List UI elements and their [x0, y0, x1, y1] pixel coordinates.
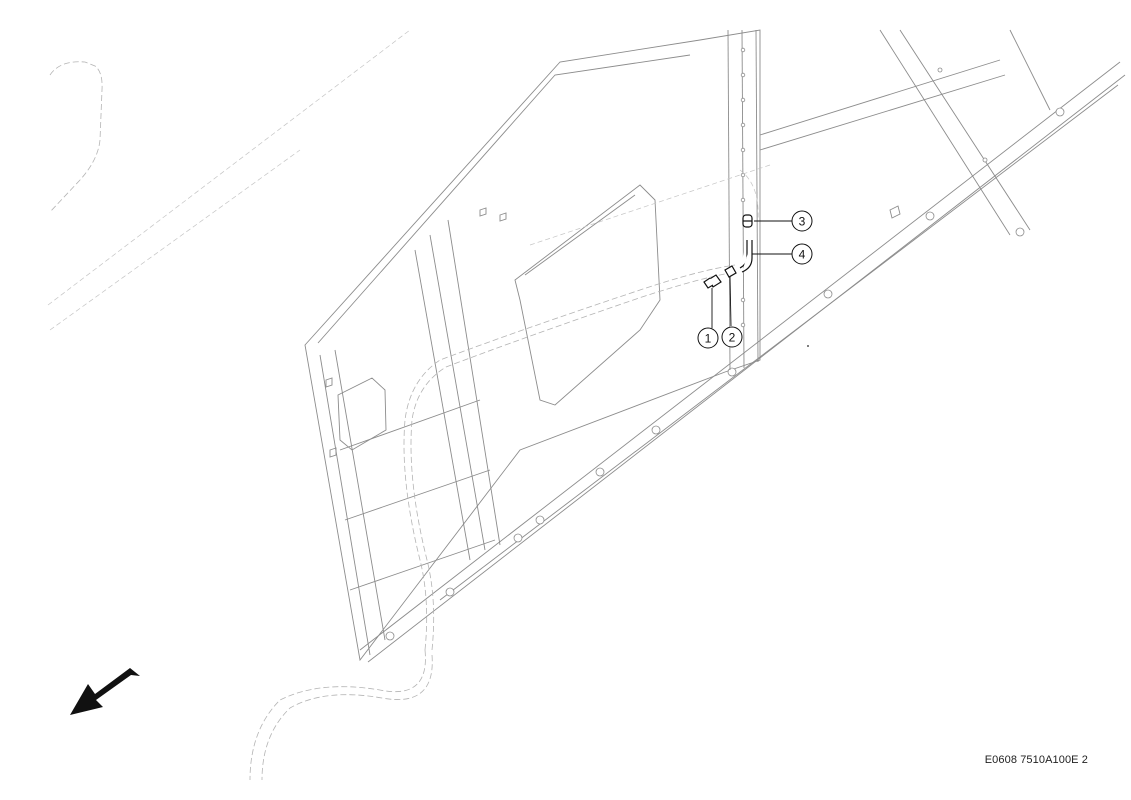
highlighted-parts [703, 214, 753, 289]
main-panel-frame [304, 29, 761, 662]
part-2-nut [724, 265, 737, 278]
callout-2: 2 [721, 326, 743, 348]
leader-lines [711, 220, 792, 328]
callout-2-number: 2 [729, 331, 736, 345]
background-ghost-outline [47, 29, 411, 331]
upper-right-structure [759, 29, 1051, 237]
callout-1-number: 1 [705, 332, 712, 346]
lower-frame-rail [359, 61, 1126, 663]
callout-1: 1 [697, 327, 719, 349]
part-4-bent-tube [739, 240, 753, 273]
hose-routing [249, 164, 771, 781]
figure-reference-code: E0608 7510A100E 2 [984, 754, 1088, 766]
callout-3-number: 3 [799, 215, 806, 229]
detail-marks [325, 205, 901, 458]
arrow-down-left-icon [70, 668, 140, 715]
callout-4-number: 4 [799, 248, 806, 262]
part-1-fitting [703, 274, 722, 289]
part-3-connector [742, 214, 753, 228]
vertical-post [727, 29, 759, 371]
callout-3: 3 [791, 210, 813, 232]
callout-4: 4 [791, 243, 813, 265]
